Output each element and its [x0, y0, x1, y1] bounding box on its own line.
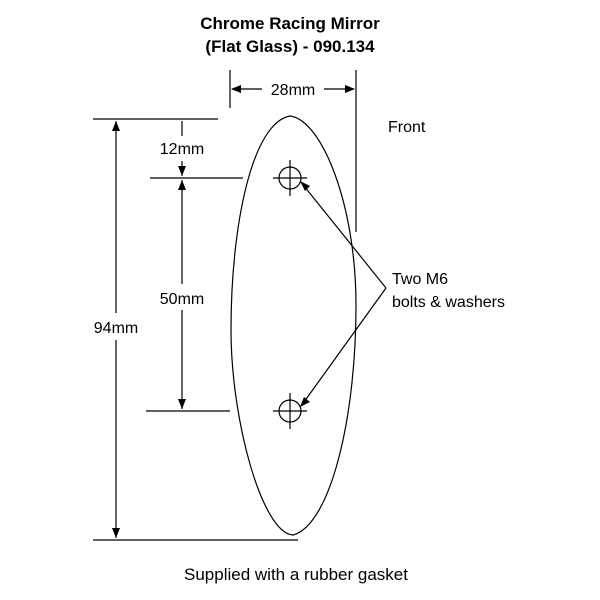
- mounting-hole-bottom: [273, 393, 307, 429]
- front-label: Front: [388, 119, 426, 136]
- width-label: 28mm: [271, 82, 315, 99]
- bolt-callout: Two M6 bolts & washers: [300, 181, 505, 407]
- mounting-hole-top: [273, 160, 307, 196]
- overall-height-dimension: 94mm: [94, 121, 138, 538]
- top-offset-label: 12mm: [160, 141, 204, 158]
- leader-arrow-bottom: [300, 397, 310, 407]
- title-line-1: Chrome Racing Mirror: [200, 14, 380, 33]
- leader-line-top: [303, 185, 387, 289]
- hole-spacing-dimension: 50mm: [160, 180, 204, 409]
- hole-spacing-label: 50mm: [160, 291, 204, 308]
- overall-height-label: 94mm: [94, 320, 138, 337]
- width-arrow-left: [231, 85, 241, 93]
- bolts-label-line-2: bolts & washers: [392, 294, 505, 311]
- caption: Supplied with a rubber gasket: [184, 565, 408, 584]
- width-dimension: 28mm: [229, 70, 357, 232]
- leader-arrow-top: [300, 181, 310, 191]
- width-arrow-right: [345, 85, 355, 93]
- mirror-outline: [230, 115, 357, 536]
- top-offset-dimension: 12mm: [160, 121, 204, 176]
- bolts-label-line-1: Two M6: [392, 271, 448, 288]
- leader-line-bottom: [303, 287, 387, 403]
- title-line-2: (Flat Glass) - 090.134: [205, 37, 375, 56]
